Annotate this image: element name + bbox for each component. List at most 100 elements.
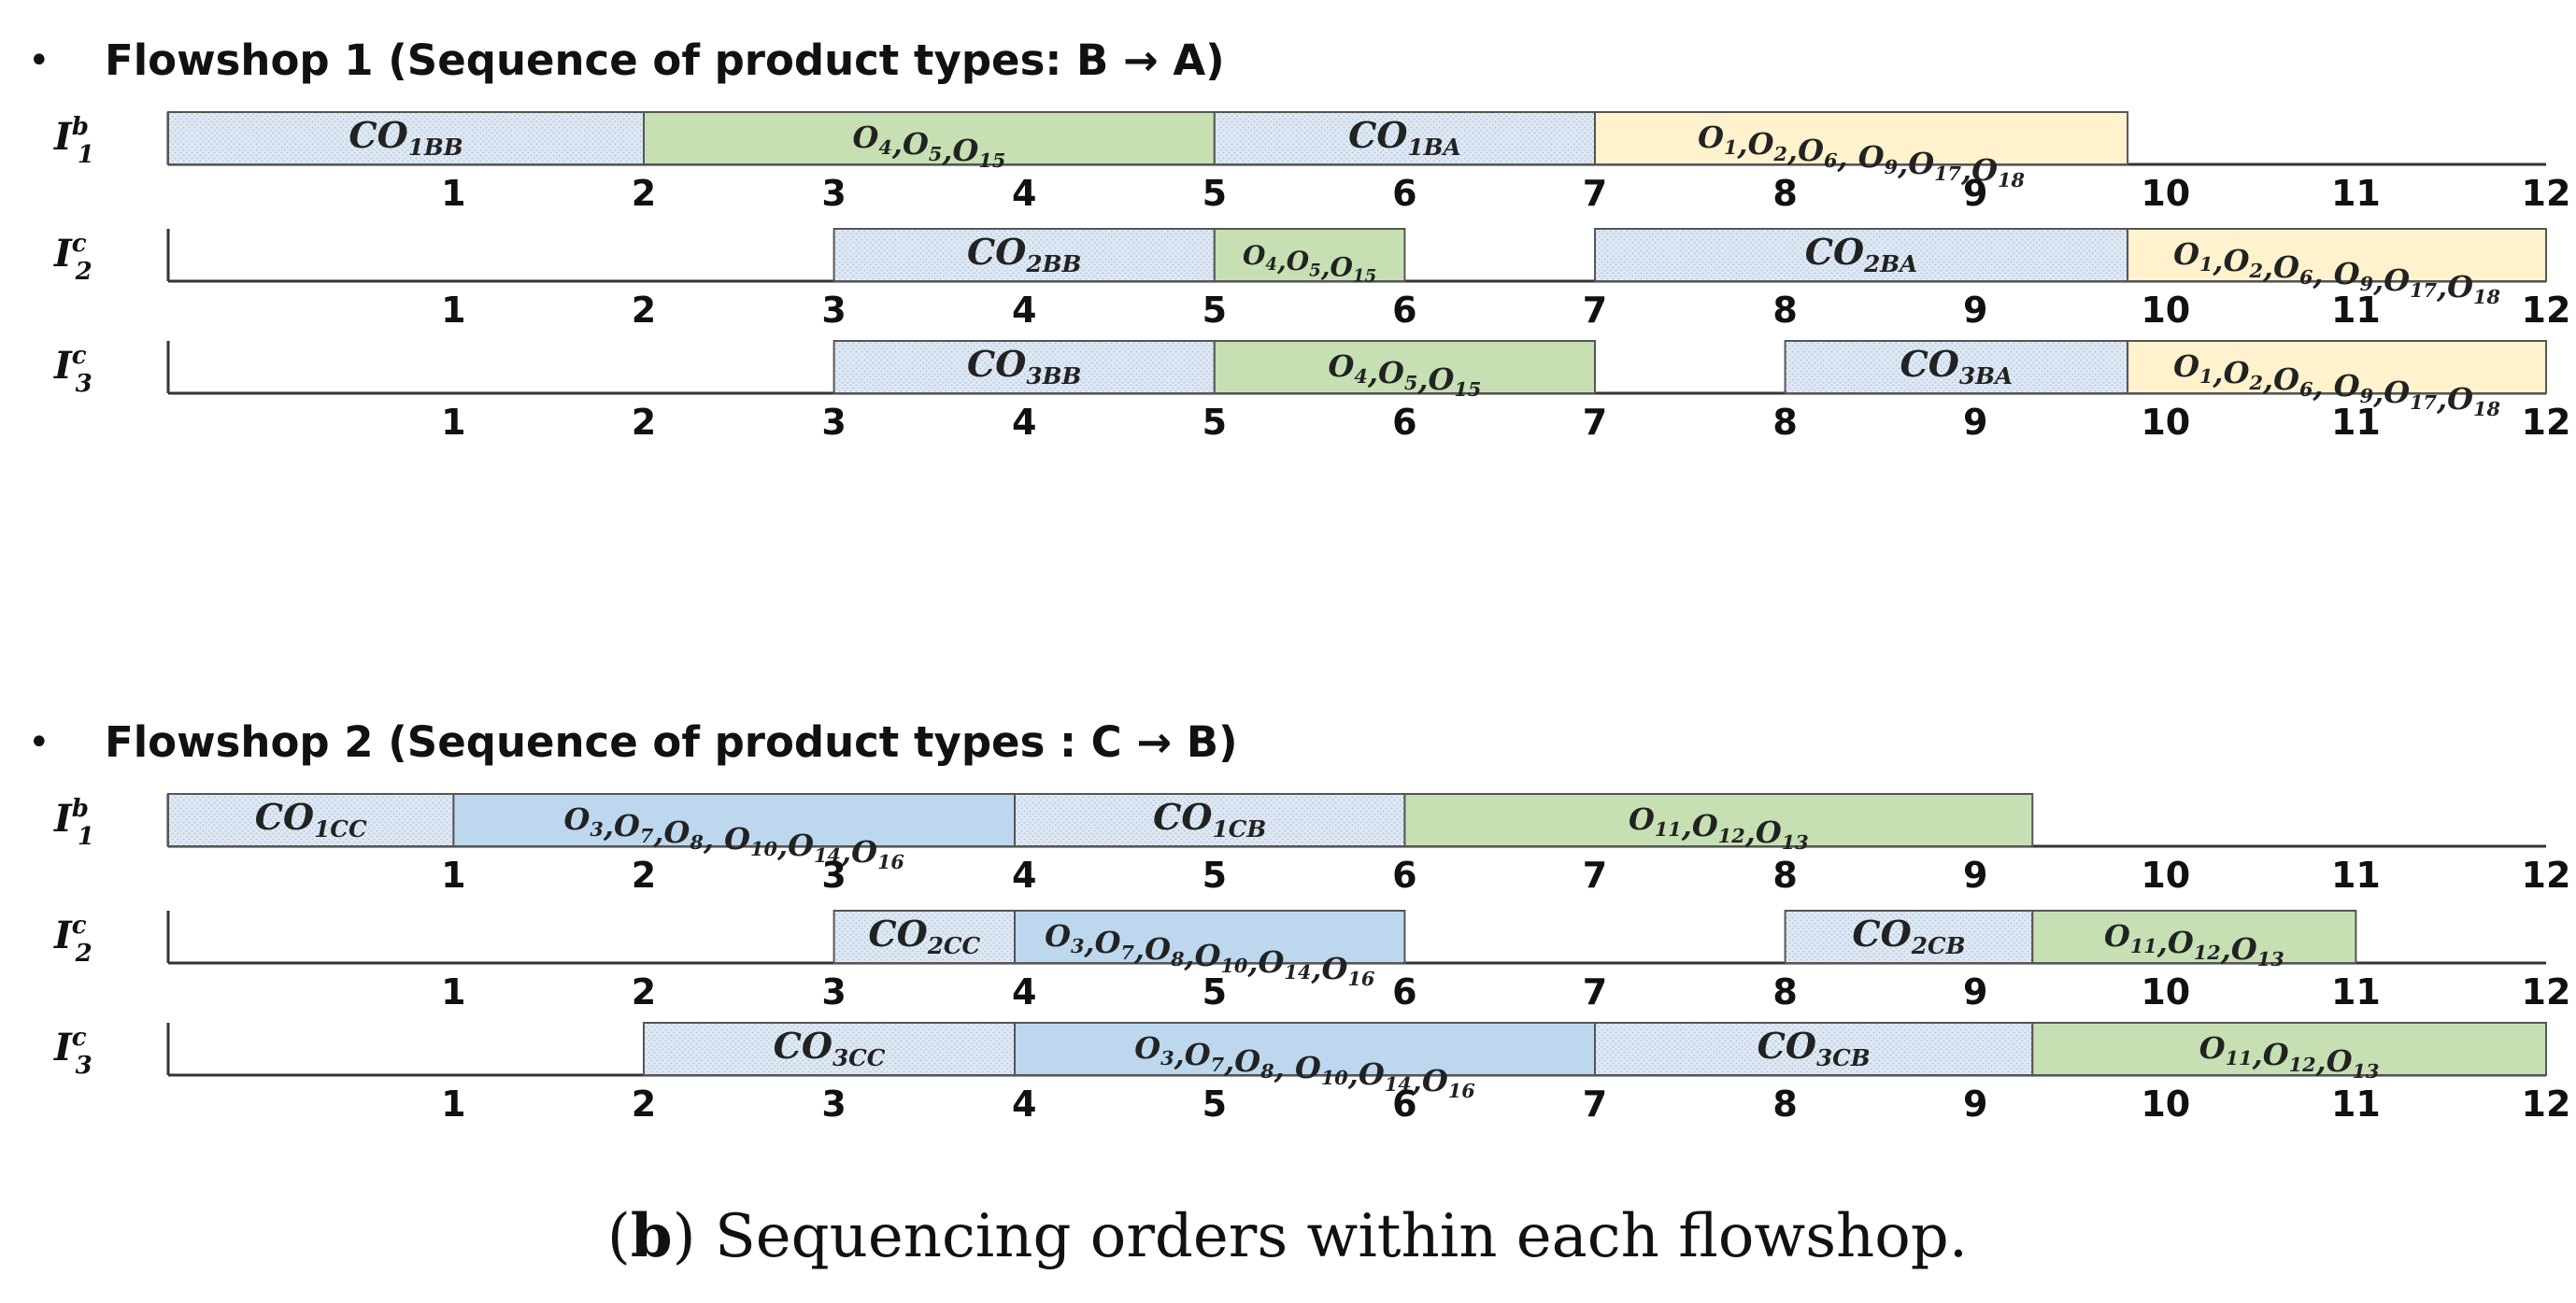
orders-block [1014, 1022, 1596, 1076]
tick-label: 3 [821, 290, 846, 331]
tick-label: 6 [1392, 855, 1416, 896]
tick-label: 4 [1012, 173, 1036, 214]
orders-block [1403, 793, 2034, 847]
tick-label: 10 [2141, 290, 2190, 331]
block-label: CO1CC [255, 796, 367, 843]
orders-block [643, 111, 1216, 165]
tick-label: 11 [2331, 971, 2381, 1013]
tick-label: 1 [441, 1083, 465, 1125]
orders-block [2127, 228, 2548, 282]
tick-label: 9 [1963, 1083, 1987, 1125]
tick-label: 3 [821, 173, 846, 214]
block-label: CO2BB [967, 231, 1081, 277]
tick-label: 10 [2141, 971, 2190, 1013]
tick-label: 2 [632, 173, 656, 214]
block-label: O4,O5,O15 [1243, 240, 1376, 286]
tick-label: 7 [1583, 1083, 1607, 1125]
block-label: O4,O5,O15 [1328, 348, 1481, 401]
tick-label: 9 [1963, 402, 1987, 443]
tick-label: 11 [2331, 290, 2381, 331]
changeover-block [1014, 793, 1406, 847]
tick-label: 6 [1392, 290, 1416, 331]
flowshop-2: •Flowshop 2 (Sequence of product types :… [28, 717, 2570, 1125]
block-label: CO3CB [1758, 1025, 1871, 1071]
tick-label: 4 [1012, 855, 1036, 896]
block-label: O1,O2,O6, O9,O17,O18 [1698, 120, 2025, 191]
tick-label: 1 [441, 173, 465, 214]
block-label: O3,O7,O8, O10,O14,O16 [564, 801, 904, 873]
tick-label: 1 [441, 971, 465, 1013]
tick-label: 11 [2331, 173, 2381, 214]
tick-label: 11 [2331, 1083, 2381, 1125]
tick-label: 9 [1963, 971, 1987, 1013]
tick-label: 1 [441, 855, 465, 896]
tick-label: 6 [1392, 1083, 1416, 1125]
tick-label: 7 [1583, 402, 1607, 443]
orders-block [1014, 910, 1406, 964]
tick-label: 3 [821, 402, 846, 443]
orders-block [2127, 340, 2548, 394]
tick-label: 7 [1583, 173, 1607, 214]
tick-label: 2 [632, 1083, 656, 1125]
tick-label: 11 [2331, 402, 2381, 443]
tick-label: 7 [1583, 971, 1607, 1013]
orders-block [2031, 1022, 2547, 1076]
tick-label: 2 [632, 402, 656, 443]
bullet: • [28, 721, 50, 764]
tick-label: 6 [1392, 402, 1416, 443]
block-label: CO1CB [1153, 796, 1266, 843]
tick-label: 8 [1772, 1083, 1797, 1125]
orders-block [452, 793, 1017, 847]
tick-label: 8 [1772, 290, 1797, 331]
block-label: CO3BA [1900, 343, 2014, 389]
tick-label: 7 [1583, 855, 1607, 896]
tick-label: 8 [1772, 173, 1797, 214]
tick-label: 3 [821, 971, 846, 1013]
flowshop-title: Flowshop 1 (Sequence of product types: B… [105, 35, 1225, 85]
tick-label: 8 [1772, 971, 1797, 1013]
block-label: O11,O12,O13 [1629, 801, 1809, 854]
tick-label: 7 [1583, 290, 1607, 331]
tick-label: 2 [632, 290, 656, 331]
tick-label: 2 [632, 971, 656, 1013]
block-label: CO1BB [349, 114, 463, 161]
block-label: CO2CC [868, 913, 980, 959]
block-label: CO2CB [1852, 913, 1965, 959]
block-label: O11,O12,O13 [2199, 1030, 2380, 1083]
tick-label: 1 [441, 290, 465, 331]
orders-block [1213, 228, 1406, 282]
tick-label: 10 [2141, 173, 2190, 214]
tick-label: 3 [821, 1083, 846, 1125]
tick-label: 4 [1012, 971, 1036, 1013]
changeover-block [1594, 228, 2129, 282]
tick-label: 12 [2522, 402, 2571, 443]
block-label: O1,O2,O6, O9,O17,O18 [2173, 348, 2500, 420]
block-label: O4,O5,O15 [852, 120, 1005, 172]
orders-block [2031, 910, 2357, 964]
tick-label: 5 [1203, 1083, 1227, 1125]
tick-label: 4 [1012, 402, 1036, 443]
changeover-block [643, 1022, 1017, 1076]
orders-block [1213, 340, 1597, 394]
tick-label: 6 [1392, 971, 1416, 1013]
tick-label: 8 [1772, 855, 1797, 896]
tick-label: 12 [2522, 855, 2571, 896]
tick-label: 10 [2141, 855, 2190, 896]
changeover-block [1594, 1022, 2034, 1076]
tick-label: 11 [2331, 855, 2381, 896]
tick-label: 10 [2141, 1083, 2190, 1125]
tick-label: 9 [1963, 173, 1987, 214]
block-label: CO1BA [1348, 114, 1461, 161]
tick-label: 5 [1203, 855, 1227, 896]
tick-label: 12 [2522, 1083, 2571, 1125]
tick-label: 9 [1963, 290, 1987, 331]
block-label: O11,O12,O13 [2104, 918, 2284, 970]
